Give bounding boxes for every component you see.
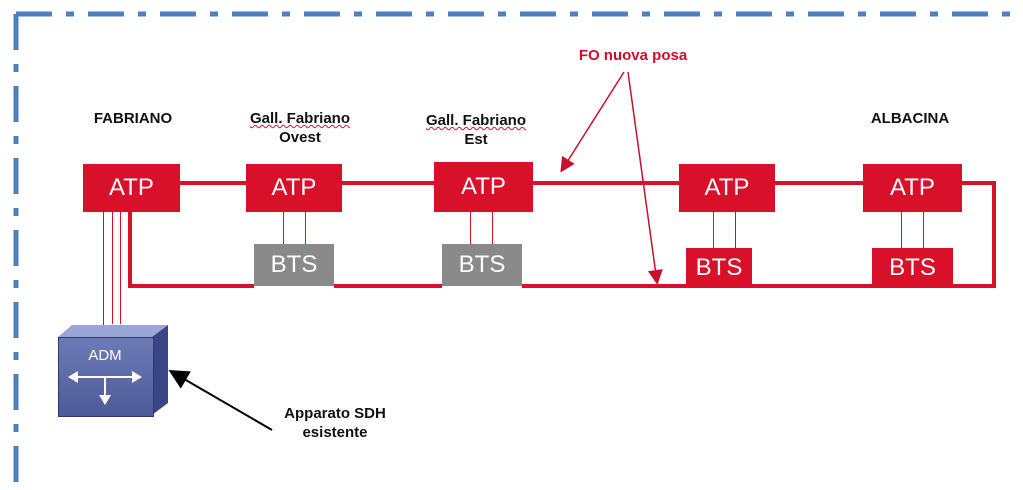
link-atp5-loop-h: [962, 181, 996, 185]
adm-side-face: [152, 325, 168, 415]
bts-gall-est: BTS: [442, 244, 522, 286]
atp-label: ATP: [890, 174, 935, 201]
link-atp1-atp2: [180, 181, 246, 185]
tap-atp3-bts-l: [470, 212, 471, 244]
bts-label: BTS: [458, 251, 506, 278]
atp-gall-ovest: ATP: [246, 164, 342, 212]
tap-atp2-bts-l: [283, 212, 284, 244]
link-loop-bottom: [953, 284, 996, 288]
atp-gall-est: ATP: [434, 162, 533, 212]
link-atp4-atp5: [775, 181, 863, 185]
callout-sdh-line1: Apparato SDH: [284, 405, 386, 422]
link-bottom-c: [522, 284, 686, 288]
tap-atp5-bts-l: [901, 212, 902, 248]
label-gall-est-line1: Gall. Fabriano: [425, 112, 527, 129]
tap-atp1-adm-a: [103, 212, 104, 338]
tap-atp4-bts-r: [735, 212, 736, 248]
tap-atp2-bts-r: [305, 212, 306, 244]
arrow-fo-to-bottom-line: [627, 71, 663, 285]
link-atp1-down: [128, 212, 132, 288]
callout-fo-nuova-posa: FO nuova posa: [578, 47, 688, 64]
callout-sdh: Apparato SDH esistente: [265, 404, 405, 442]
bts-label: BTS: [270, 251, 318, 278]
atp-label: ATP: [461, 173, 506, 200]
callout-sdh-line2: esistente: [302, 424, 368, 441]
link-bottom-b: [334, 284, 442, 288]
bts-label: BTS: [695, 254, 743, 281]
adm-label: ADM: [88, 347, 122, 364]
link-bottom-d: [752, 284, 872, 288]
bts-label: BTS: [889, 254, 936, 281]
label-fabriano: FABRIANO: [93, 110, 173, 127]
arrow-fo-to-top-line: [560, 71, 625, 173]
link-atp2-atp3: [342, 181, 434, 185]
atp-label: ATP: [704, 174, 750, 201]
link-loop-v: [992, 181, 996, 288]
label-gall-ovest: Gall. Fabriano Ovest: [230, 109, 370, 147]
bts-gall-ovest: BTS: [254, 244, 334, 286]
atp-label: ATP: [271, 174, 317, 201]
tap-atp1-adm-b: [112, 212, 113, 324]
label-gall-ovest-line2: Ovest: [279, 129, 321, 146]
arrow-sdh-to-adm: [168, 369, 273, 431]
label-gall-ovest-line1: Gall. Fabriano: [249, 110, 351, 127]
tap-atp5-bts-r: [923, 212, 924, 248]
tap-atp1-adm-c: [120, 212, 121, 324]
label-gall-est: Gall. Fabriano Est: [406, 111, 546, 149]
bidirectional-arrow-icon: [68, 371, 142, 405]
tap-atp4-bts-l: [713, 212, 714, 248]
link-bottom-a: [128, 284, 254, 288]
tap-atp3-bts-r: [492, 212, 493, 244]
link-atp3-atp4: [533, 181, 679, 185]
atp-albacina: ATP: [863, 164, 962, 212]
atp-fabriano: ATP: [83, 164, 180, 212]
adm-top-face: [58, 325, 168, 337]
atp-station-4: ATP: [679, 164, 775, 212]
bts-albacina: BTS: [872, 248, 953, 288]
atp-label: ATP: [109, 174, 154, 201]
bts-station-4: BTS: [686, 248, 752, 288]
label-albacina: ALBACINA: [870, 110, 950, 127]
label-gall-est-line2: Est: [464, 131, 488, 148]
adm-device: ADM: [58, 325, 168, 417]
